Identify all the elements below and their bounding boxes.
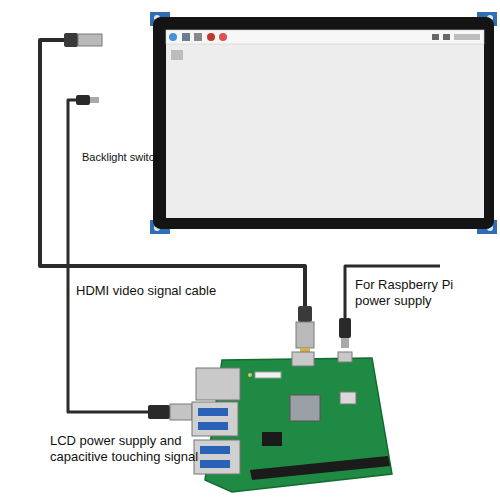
hdmi-plug-body (298, 306, 312, 322)
usb-port (192, 402, 238, 436)
raspberry-pi-board (192, 352, 392, 492)
usb-a-plug (148, 405, 170, 419)
usb-cable (68, 95, 192, 420)
hdmi-plug-body (64, 33, 78, 47)
usb-slot (198, 408, 228, 416)
hdmi-cable (40, 33, 314, 358)
power-port (338, 352, 352, 362)
lcd-display (150, 12, 497, 234)
tray-icon (432, 34, 439, 40)
led (248, 373, 252, 377)
taskbar-icon (182, 33, 190, 41)
taskbar-icon (207, 33, 215, 41)
micro-usb-tip (90, 97, 99, 103)
cable-label: HDMI video signal cable (76, 283, 276, 299)
hdmi-plug-metal (296, 322, 314, 348)
taskbar-icon (194, 33, 202, 41)
soc-chip (290, 395, 320, 421)
gpio-header (250, 456, 390, 480)
usb-slot (200, 446, 230, 454)
usb-port (194, 440, 240, 474)
cable-wire (68, 100, 150, 412)
cable-wire (40, 40, 305, 312)
lcd-screen (166, 30, 484, 218)
power-label: For Raspberry Pi power supply (355, 277, 480, 308)
menu-icon (169, 33, 177, 41)
usb-slot (198, 422, 228, 430)
usb-a-metal (170, 404, 192, 420)
hdmi-port (292, 352, 314, 366)
ribbon-connector (255, 372, 281, 378)
taskbar (166, 30, 484, 44)
component (340, 392, 356, 404)
lcd-bezel (153, 17, 494, 229)
usb-label: LCD power supply and capacitive touching… (50, 433, 225, 464)
chip (262, 432, 282, 446)
micro-usb-tip (341, 338, 349, 348)
taskbar-icon (219, 33, 227, 41)
ethernet-port (196, 368, 240, 400)
hdmi-plug-metal (78, 34, 102, 46)
clock-area (454, 34, 480, 40)
micro-usb-plug (76, 95, 90, 105)
usb-slot (200, 460, 230, 468)
micro-usb-plug (339, 318, 351, 338)
tray-icon (443, 34, 450, 40)
desktop-icon (171, 50, 183, 60)
switch-label: Backlight switch (82, 151, 192, 164)
